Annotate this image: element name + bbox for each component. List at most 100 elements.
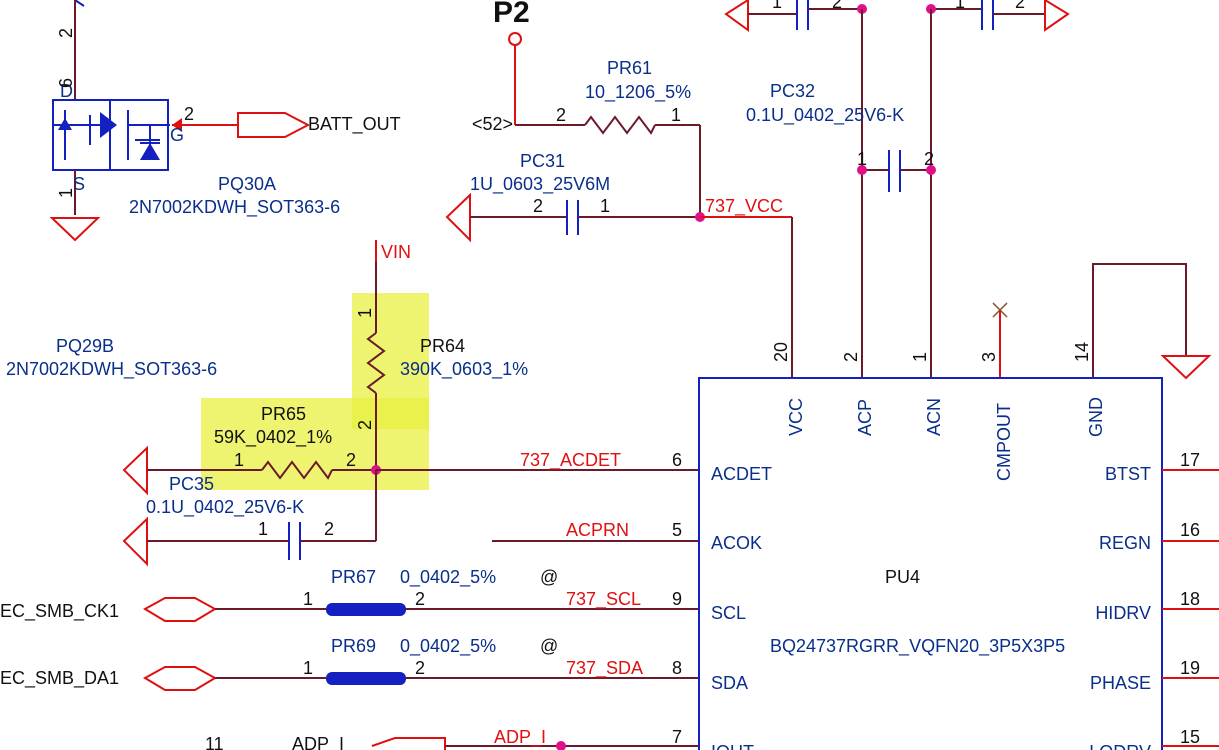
pr69-value: 0_0402_5% [400,636,496,657]
pu4-left-pins: 6 ACDET 5 ACOK 9 SCL 8 SDA 7 IOUT [672,450,772,750]
pu4-pin-num-phase: 19 [1180,658,1200,678]
top-right-ground-icon [1044,0,1070,32]
pr65-pin2: 2 [346,450,356,470]
pu4-right-pins: 17 BTST 16 REGN 18 HIDRV 19 PHASE 15 LOD… [1089,450,1219,750]
pq30a-ground-icon [49,217,101,242]
top-left-cap-pin1: 1 [772,0,782,12]
acn-junction [926,165,936,175]
pu4-body [698,377,1163,750]
net-vin: VIN [381,242,411,262]
pr67-jumper: EC_SMB_CK1 1 2 PR67 0_0402_5% @ 737_SCL [0,567,698,622]
p2-connector-icon [508,32,522,46]
top-left-cap-pin2: 2 [832,0,842,12]
pr65-resistor: 1 2 PR65 59K_0402_1% 737_ACDET [122,404,698,496]
pu4-pin-name-iout: IOUT [711,742,754,750]
net-737-acdet: 737_ACDET [520,450,621,471]
pu4-pin-num-btst: 17 [1180,450,1200,470]
pu4-pin-name-acdet: ACDET [711,464,772,484]
pq30a-pin-g: G [170,125,184,145]
top-left-ground-icon [724,0,749,32]
highlight-pr65 [201,398,429,490]
pu4-pin-name-acp: ACP [855,399,875,436]
batt-out-port-icon [237,112,311,138]
pu4-pin-num-cmpout: 3 [979,352,999,362]
pu4-ic: 20 2 1 3 14 VCC ACP ACN CMPOUT GND 6 ACD… [672,342,1219,750]
pq30a-pin-d: D [60,81,73,101]
pr61-zigzag-icon [584,115,656,135]
pq30a-pin6: 6 [56,78,76,88]
pc32-capacitor: 1 2 PC32 0.1U_0402_25V6-K [746,9,936,378]
pr69-body [326,672,406,685]
p2-ref: <52> [472,114,513,134]
pq29b-label: PQ29B 2N7002KDWH_SOT363-6 [6,336,217,380]
pc32-ref: PC32 [770,81,815,101]
pq30a-pin-top: 2 [56,28,76,38]
pc32-pin1: 1 [857,149,867,169]
ec-smb-da1-label: EC_SMB_DA1 [0,668,119,689]
pu4-pin-num-sda: 8 [672,658,682,678]
pu4-pin-num-lodrv: 15 [1180,727,1200,747]
pr69-pin2: 2 [415,658,425,678]
pr69-jumper: EC_SMB_DA1 1 2 PR69 0_0402_5% @ 737_SDA [0,636,698,691]
pr67-body [326,603,406,616]
adp-i-port-icon [371,737,446,750]
adp-i-net: 11 ADP_I ADP_I [205,727,698,750]
adp-i-junction [556,741,566,750]
pq30a-top-lead [74,0,85,7]
pq29b-ref: PQ29B [56,336,114,356]
pr67-ref: PR67 [331,567,376,587]
pu4-pin-name-lodrv: LODRV [1089,742,1151,750]
net-adp-i: ADP_I [494,727,546,748]
pr65-ground-icon [122,445,148,496]
pq30a-pin-s: S [73,174,85,194]
pu4-pin-num-gnd: 14 [1072,342,1092,362]
pr64-resistor: VIN 1 2 PR64 390K_0603_1% [355,240,528,470]
pr64-pin1: 1 [355,308,375,318]
pu4-pin-name-vcc: VCC [786,398,806,436]
top-caps: 1 2 1 2 [724,0,1070,32]
pr64-ref: PR64 [420,336,465,356]
bottom-left-pin: 11 [205,734,224,750]
pu4-part: BQ24737RGRR_VQFN20_3P5X3P5 [770,636,1065,657]
pr64-zigzag-icon [366,332,386,394]
net-acprn: ACPRN [566,520,629,540]
pu4-pin-num-vcc: 20 [771,342,791,362]
pr67-value: 0_0402_5% [400,567,496,588]
bottom-left-net: ADP_I [292,734,344,750]
pr65-ref: PR65 [261,404,306,424]
pr69-pin1: 1 [303,658,313,678]
pu4-ref: PU4 [885,567,920,587]
pc31-ground-icon [445,192,471,243]
top-right-cap-pin1: 1 [955,0,965,12]
pu4-pin-num-acdet: 6 [672,450,682,470]
pu4-pin-name-gnd: GND [1086,397,1106,437]
pr67-marker: @ [540,567,558,587]
pu4-top-pins: 20 2 1 3 14 VCC ACP ACN CMPOUT GND [771,342,1106,481]
pu4-pin-num-acok: 5 [672,520,682,540]
gnd-connection [1092,263,1212,380]
pq30a-mosfet: D S G 6 1 2 2 BATT_OUT PQ30A 2N7002KDWH_… [49,0,401,242]
pu4-pin-name-acok: ACOK [711,533,762,553]
pc31-value: 1U_0603_25V6M [470,174,610,195]
pr65-value: 59K_0402_1% [214,427,332,448]
top-right-cap-pin2: 2 [1015,0,1025,12]
pr67-pin2: 2 [415,589,425,609]
pr65-zigzag-icon [261,460,333,480]
p2-offpage: P2 <52> [472,0,530,134]
pq29b-value: 2N7002KDWH_SOT363-6 [6,359,217,380]
ec-smb-ck1-label: EC_SMB_CK1 [0,601,119,622]
acp-junction [857,165,867,175]
pr65-pin1: 1 [234,450,244,470]
pc32-value: 0.1U_0402_25V6-K [746,105,904,126]
pc35-value: 0.1U_0402_25V6-K [146,497,304,518]
pu4-pin-num-acp: 2 [841,352,861,362]
pu4-pin-name-acn: ACN [924,398,944,436]
pu4-pin-name-hidrv: HIDRV [1095,603,1151,623]
pr61-pin1: 1 [671,105,681,125]
pr64-value: 390K_0603_1% [400,359,528,380]
pq30a-gate-marker-icon [172,118,182,132]
pu4-pin-num-regn: 16 [1180,520,1200,540]
pu4-pin-name-cmpout: CMPOUT [994,403,1014,481]
pr61-resistor: 2 1 PR61 10_1206_5% [515,58,701,217]
